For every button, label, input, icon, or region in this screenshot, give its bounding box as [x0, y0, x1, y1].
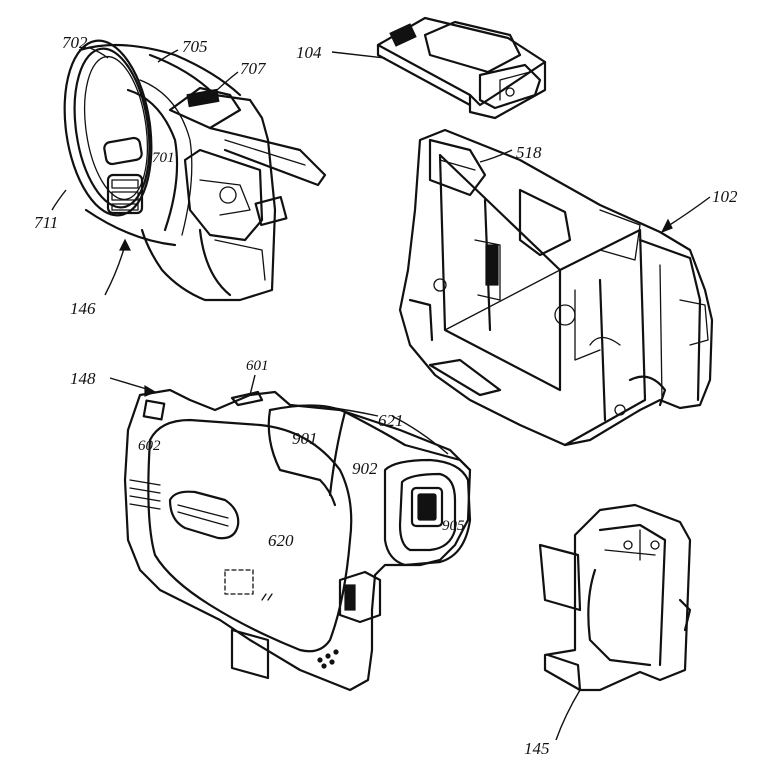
label-901: 901	[292, 429, 318, 448]
part-labels: 702 705 707 701 711 146 104 518 102 148 …	[34, 33, 738, 758]
label-702: 702	[62, 33, 88, 52]
label-621: 621	[378, 411, 404, 430]
label-145: 145	[524, 739, 550, 758]
label-701: 701	[152, 150, 175, 166]
chassis-frame-102	[398, 128, 714, 447]
label-602: 602	[138, 438, 161, 454]
label-601: 601	[246, 358, 269, 374]
label-902: 902	[352, 459, 378, 478]
label-148: 148	[70, 369, 96, 388]
rear-housing-148	[123, 388, 472, 692]
lens-assembly-146	[63, 39, 327, 302]
label-102: 102	[712, 187, 738, 206]
label-905: 905	[442, 518, 465, 534]
label-518: 518	[516, 143, 542, 162]
leader-lines	[51, 47, 711, 741]
label-711: 711	[34, 213, 58, 232]
label-707: 707	[240, 59, 267, 78]
label-104: 104	[296, 43, 322, 62]
label-705: 705	[182, 37, 208, 56]
bracket-145	[538, 503, 692, 692]
label-146: 146	[70, 299, 96, 318]
label-620: 620	[268, 531, 294, 550]
bracket-104	[376, 16, 547, 120]
